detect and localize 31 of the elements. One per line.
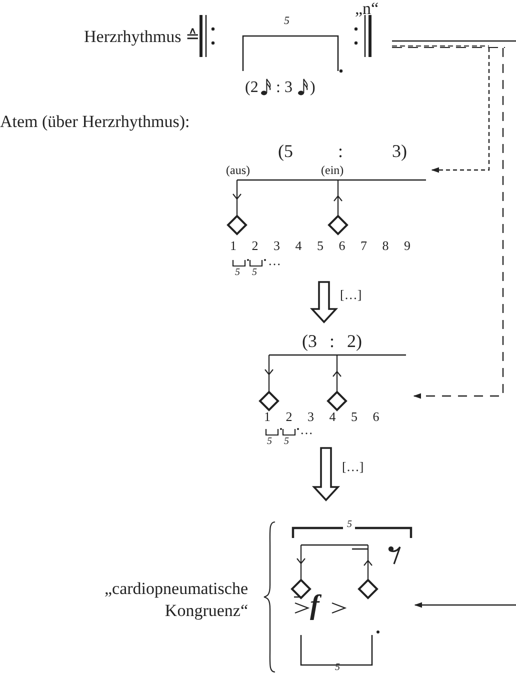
arrow (414, 602, 516, 608)
dynamic-marking: f (310, 592, 320, 620)
heading-text: Herzrhythmus ≙ (84, 28, 200, 45)
tuplet-number: 5 (252, 268, 257, 278)
repeat-count-text: „n“ (355, 0, 379, 17)
dashed-arrow (431, 48, 490, 173)
dashed-arrow (413, 48, 504, 399)
ratio-text: (2 (245, 80, 258, 96)
count-numbers: 1 2 3 4 5 6 7 8 9 (230, 239, 410, 252)
count-numbers: 1 2 3 4 5 6 (264, 410, 380, 423)
caption-text: „cardiopneumatische Kongruenz“ (104, 578, 248, 622)
ratio-text: ) (310, 80, 316, 96)
tuplet-number: 5 (347, 520, 352, 530)
breath-label: (ein) (321, 164, 344, 176)
edge-label: […] (340, 288, 362, 301)
ratio-text: : 3 (276, 80, 292, 96)
ratio-colon: : (338, 142, 344, 160)
tuplet-number: 5 (284, 437, 289, 447)
ratio-number: 3) (392, 142, 407, 160)
breath-label: (aus) (226, 164, 250, 176)
tuplet-number: 5 (284, 16, 290, 27)
hollow-arrow (312, 447, 340, 502)
hollow-arrow (310, 281, 338, 324)
ratio-number: (5 (278, 142, 293, 160)
section-heading: Atem (über Herzrhythmus): (0, 113, 190, 130)
ellipsis: … (300, 423, 313, 436)
ratio-text: (3 : 2) (302, 332, 362, 350)
ellipsis: … (268, 254, 281, 267)
tuplet-number: 5 (235, 268, 240, 278)
edge-label: […] (342, 460, 364, 473)
tuplet-number: 5 (267, 437, 272, 447)
